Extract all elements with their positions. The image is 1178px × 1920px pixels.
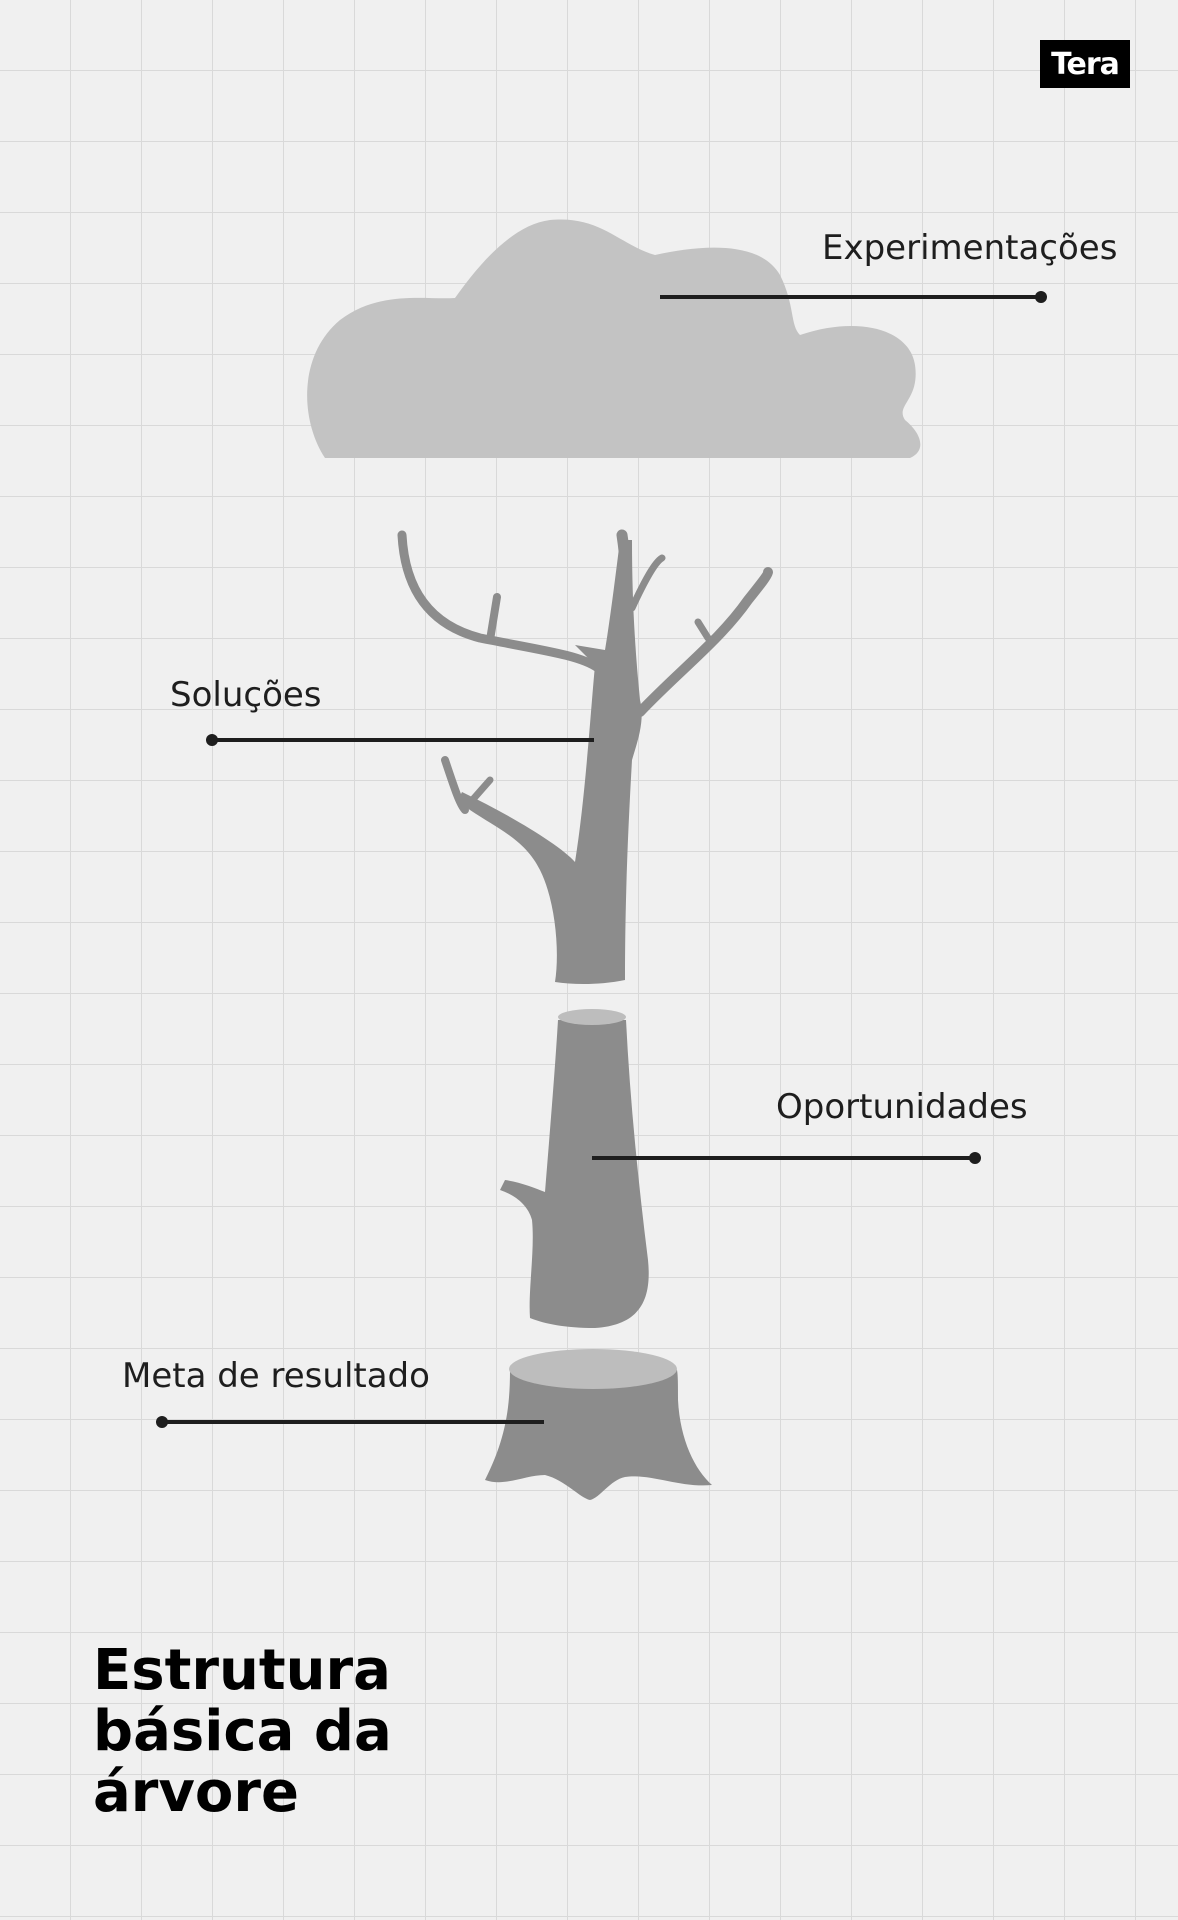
leader-dot-experimentacoes xyxy=(1035,291,1047,303)
leader-dot-meta xyxy=(156,1416,168,1428)
label-meta-de-resultado: Meta de resultado xyxy=(122,1356,430,1396)
leader-dots xyxy=(156,291,1047,1428)
leader-dot-oportunidades xyxy=(969,1152,981,1164)
label-experimentacoes: Experimentações xyxy=(822,228,1118,268)
stump-shape xyxy=(485,1370,712,1500)
title-line-1: Estrutura xyxy=(93,1638,391,1703)
page-title: Estrutura básica da árvore xyxy=(93,1640,392,1823)
label-oportunidades: Oportunidades xyxy=(776,1087,1028,1127)
tera-logo: Tera xyxy=(1040,40,1130,88)
middle-trunk-cut-face xyxy=(558,1009,626,1025)
label-solucoes: Soluções xyxy=(170,675,322,715)
middle-trunk-shape xyxy=(500,1020,649,1328)
leader-dot-solucoes xyxy=(206,734,218,746)
stump-cut-face xyxy=(509,1349,677,1389)
title-line-2: básica da xyxy=(93,1699,392,1764)
upper-trunk-shape xyxy=(458,540,642,985)
title-line-3: árvore xyxy=(93,1760,299,1825)
crown-shape xyxy=(307,219,921,458)
leader-lines xyxy=(162,295,1040,1424)
branches-shape xyxy=(397,529,773,814)
